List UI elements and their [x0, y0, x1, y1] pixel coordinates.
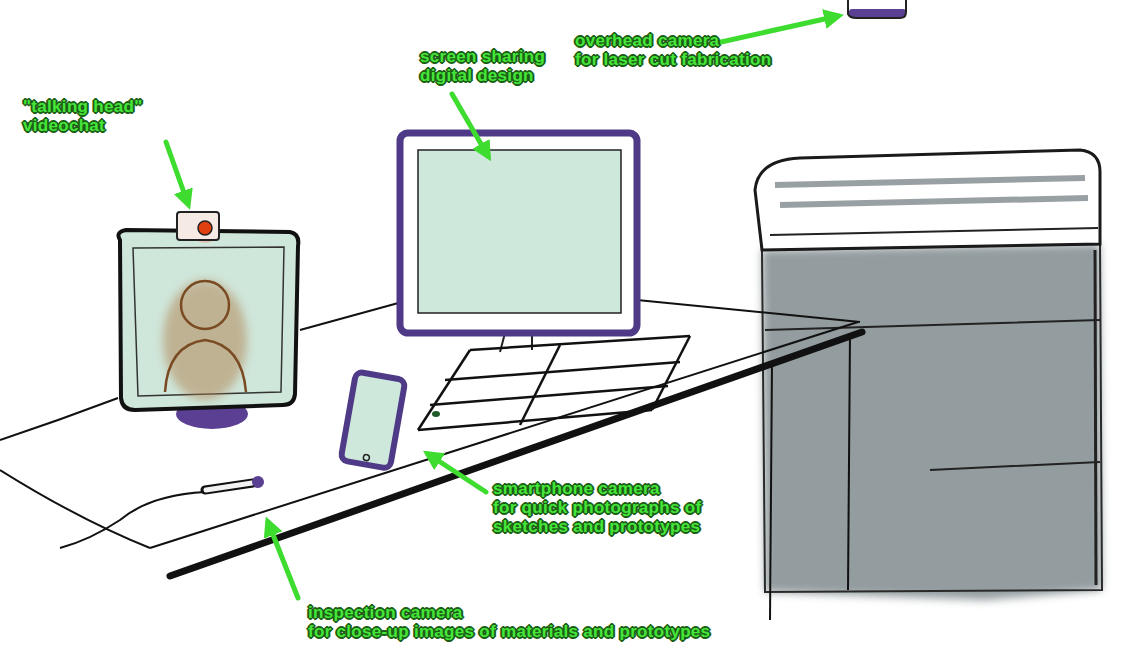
mouse [432, 411, 440, 417]
callout-label: inspection camera for close-up images of… [308, 603, 710, 641]
leader-arrow [268, 522, 298, 598]
callout-text: overhead camera for laser cut fabricatio… [575, 31, 771, 69]
smartphone [341, 372, 406, 469]
leader-arrow [166, 142, 188, 204]
leader-arrow [712, 16, 838, 44]
inspection-camera [60, 476, 264, 548]
videochat-monitor [118, 212, 298, 429]
callout-label: "talking head" videochat [23, 97, 143, 135]
callout-label: smartphone camera for quick photographs … [493, 479, 701, 536]
leader-arrow [452, 94, 488, 156]
laser-cutter [755, 150, 1102, 600]
overhead-camera [848, 0, 906, 18]
design-monitor [400, 133, 637, 352]
leader-arrow [428, 454, 486, 492]
callout-label: screen sharing digital design [420, 47, 545, 85]
callout-label: overhead camera for laser cut fabricatio… [575, 31, 771, 69]
callout-text: smartphone camera for quick photographs … [493, 479, 701, 536]
callout-text: screen sharing digital design [420, 47, 545, 85]
callout-text: "talking head" videochat [23, 97, 143, 135]
callout-text: inspection camera for close-up images of… [308, 603, 710, 641]
keyboard [418, 336, 690, 430]
callout-arrows [166, 16, 838, 598]
